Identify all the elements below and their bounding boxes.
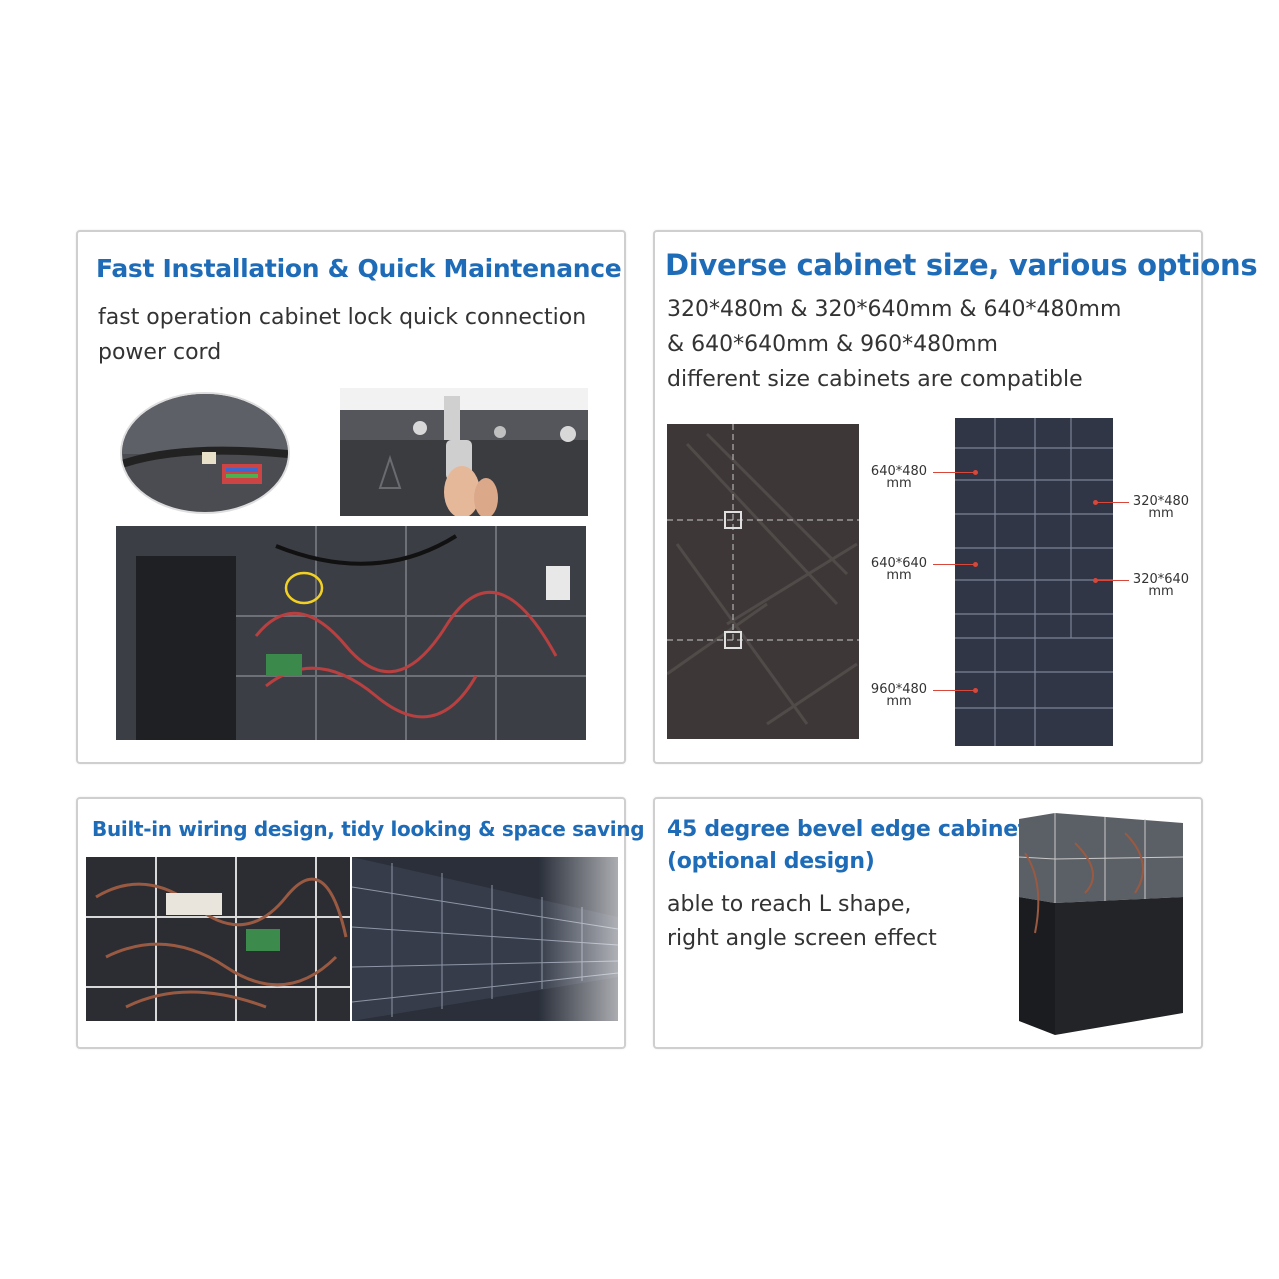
- cabinet-wiring-photo: [116, 526, 586, 740]
- leader-line: [1095, 580, 1129, 581]
- bevel-title-line-2: (optional design): [667, 849, 875, 874]
- sizes-line-3: different size cabinets are compatible: [667, 367, 1083, 392]
- wiring-wall-photo: [352, 857, 618, 1021]
- leader-dot: [1093, 500, 1098, 505]
- sizes-line-2: & 640*640mm & 960*480mm: [667, 332, 998, 357]
- installation-line-2: power cord: [98, 340, 222, 365]
- leader-line: [933, 564, 975, 565]
- cabinet-wall-photo: [955, 418, 1113, 746]
- bevel-cabinet-photo: [1015, 813, 1183, 1035]
- leader-line: [933, 690, 975, 691]
- sizes-line-1: 320*480m & 320*640mm & 640*480mm: [667, 297, 1122, 322]
- bevel-line-2: right angle screen effect: [667, 926, 937, 951]
- leader-dot: [973, 470, 978, 475]
- bevel-line-1: able to reach L shape,: [667, 892, 912, 917]
- cabinet-lock-photo: [340, 388, 588, 516]
- installation-title: Fast Installation & Quick Maintenance: [96, 254, 622, 283]
- leader-line: [1095, 502, 1129, 503]
- sizes-title: Diverse cabinet size, various options: [665, 248, 1258, 282]
- panel-wiring: Built-in wiring design, tidy looking & s…: [76, 797, 645, 1049]
- panel-installation: Fast Installation & Quick Maintenance fa…: [76, 230, 626, 764]
- leader-dot: [973, 688, 978, 693]
- leader-dot: [1093, 578, 1098, 583]
- panel-sizes: Diverse cabinet size, various options 32…: [653, 230, 1258, 764]
- wiring-title: Built-in wiring design, tidy looking & s…: [92, 817, 645, 841]
- leader-line: [933, 472, 975, 473]
- panel-bevel: 45 degree bevel edge cabinet (optional d…: [653, 797, 1203, 1049]
- cabinet-back-photo: [667, 424, 859, 739]
- installation-line-1: fast operation cabinet lock quick connec…: [98, 305, 587, 330]
- wiring-detail-photo: [86, 857, 350, 1021]
- leader-dot: [973, 562, 978, 567]
- bevel-title-line-1: 45 degree bevel edge cabinet: [667, 817, 1029, 842]
- connector-zoom-circle: [120, 392, 290, 514]
